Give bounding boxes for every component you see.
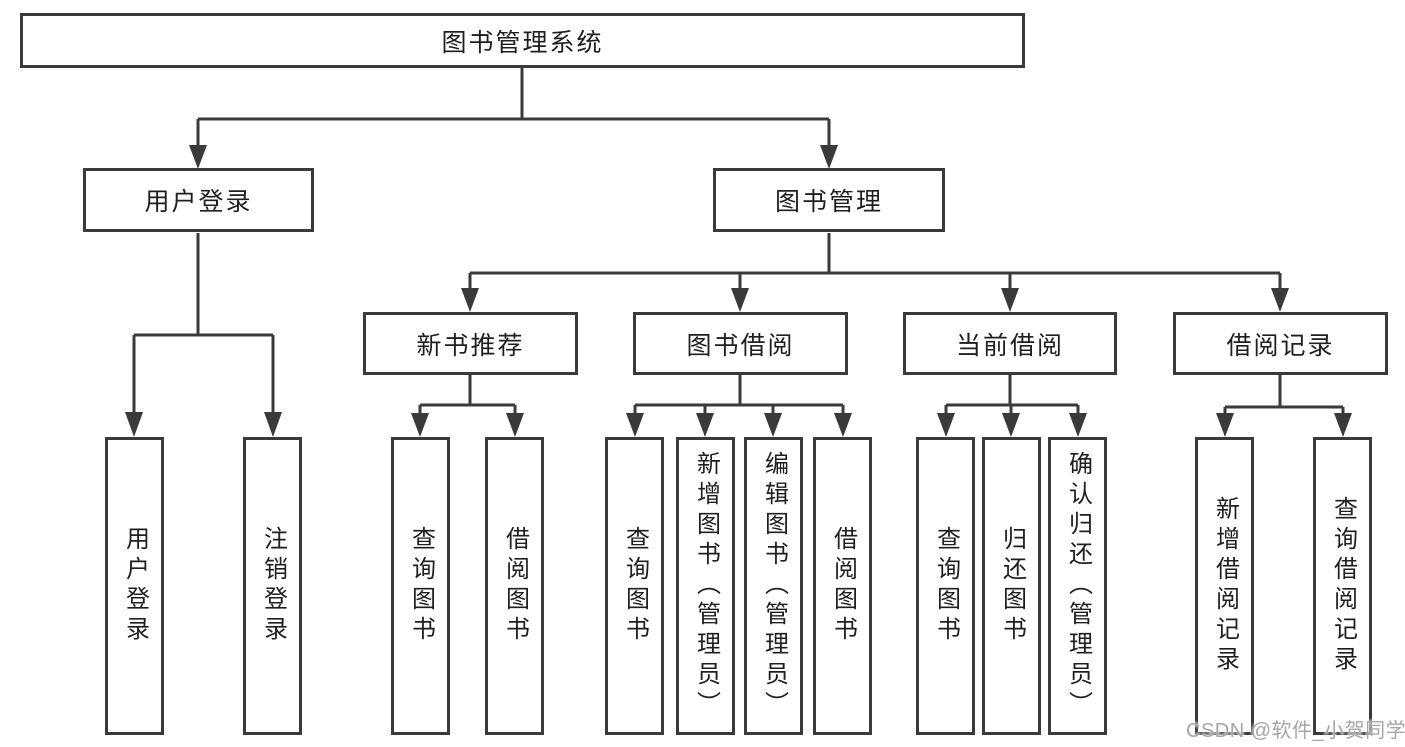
leaf-label: 新增图书（管理员）	[692, 451, 720, 721]
connector-book-management	[461, 233, 1289, 312]
connector-borrowing-records	[1216, 374, 1352, 437]
leaf-label: 借阅图书	[829, 526, 857, 646]
leaf-label: 编辑图书（管理员）	[760, 451, 788, 721]
csdn-watermark: CSDN @软件_小贺同学	[1186, 720, 1405, 742]
leaf-query-books-current: 查询图书	[916, 437, 975, 735]
node-borrowing-records: 借阅记录	[1173, 312, 1388, 375]
leaf-add-books-admin: 新增图书（管理员）	[676, 437, 735, 735]
node-label: 借阅记录	[1226, 331, 1335, 360]
leaf-label: 注销登录	[259, 526, 287, 646]
leaf-logout: 注销登录	[243, 437, 302, 735]
leaf-label: 查询借阅记录	[1329, 496, 1357, 676]
leaf-label: 查询图书	[621, 526, 649, 646]
connector-book-borrowing	[626, 374, 852, 437]
connector-current-borrowing	[937, 374, 1087, 437]
node-label: 图书管理系统	[441, 28, 604, 57]
node-label: 新书推荐	[416, 331, 525, 360]
node-label: 图书借阅	[686, 331, 795, 360]
connector-new-book-recommend	[411, 374, 524, 437]
node-new-book-recommend: 新书推荐	[363, 312, 578, 375]
leaf-borrow-books-borrowing: 借阅图书	[813, 437, 872, 735]
leaf-label: 新增借阅记录	[1211, 496, 1239, 676]
leaf-confirm-return-admin: 确认归还（管理员）	[1048, 437, 1107, 735]
node-label: 用户登录	[144, 188, 253, 216]
leaf-query-borrow-record: 查询借阅记录	[1313, 437, 1372, 735]
node-label: 图书管理	[774, 188, 883, 216]
leaf-add-borrow-record: 新增借阅记录	[1195, 437, 1254, 735]
leaf-user-login: 用户登录	[105, 437, 164, 735]
leaf-label: 查询图书	[407, 526, 435, 646]
node-label: 当前借阅	[955, 331, 1064, 360]
leaf-label: 借阅图书	[501, 526, 529, 646]
node-book-management: 图书管理	[713, 168, 945, 232]
node-library-management-system: 图书管理系统	[20, 13, 1025, 68]
node-current-borrowing: 当前借阅	[903, 312, 1117, 375]
leaf-edit-books-admin: 编辑图书（管理员）	[744, 437, 803, 735]
node-user-login: 用户登录	[83, 168, 314, 232]
node-book-borrowing: 图书借阅	[633, 312, 848, 375]
leaf-borrow-books-recommend: 借阅图书	[485, 437, 544, 735]
leaf-label: 用户登录	[121, 526, 149, 646]
connector-root-to-level2	[189, 68, 838, 169]
leaf-label: 查询图书	[932, 526, 960, 646]
leaf-query-books-recommend: 查询图书	[391, 437, 450, 735]
leaf-label: 确认归还（管理员）	[1064, 451, 1092, 721]
leaf-query-books-borrowing: 查询图书	[605, 437, 664, 735]
connector-user-login	[125, 233, 282, 437]
leaf-return-books: 归还图书	[982, 437, 1041, 735]
leaf-label: 归还图书	[998, 526, 1026, 646]
